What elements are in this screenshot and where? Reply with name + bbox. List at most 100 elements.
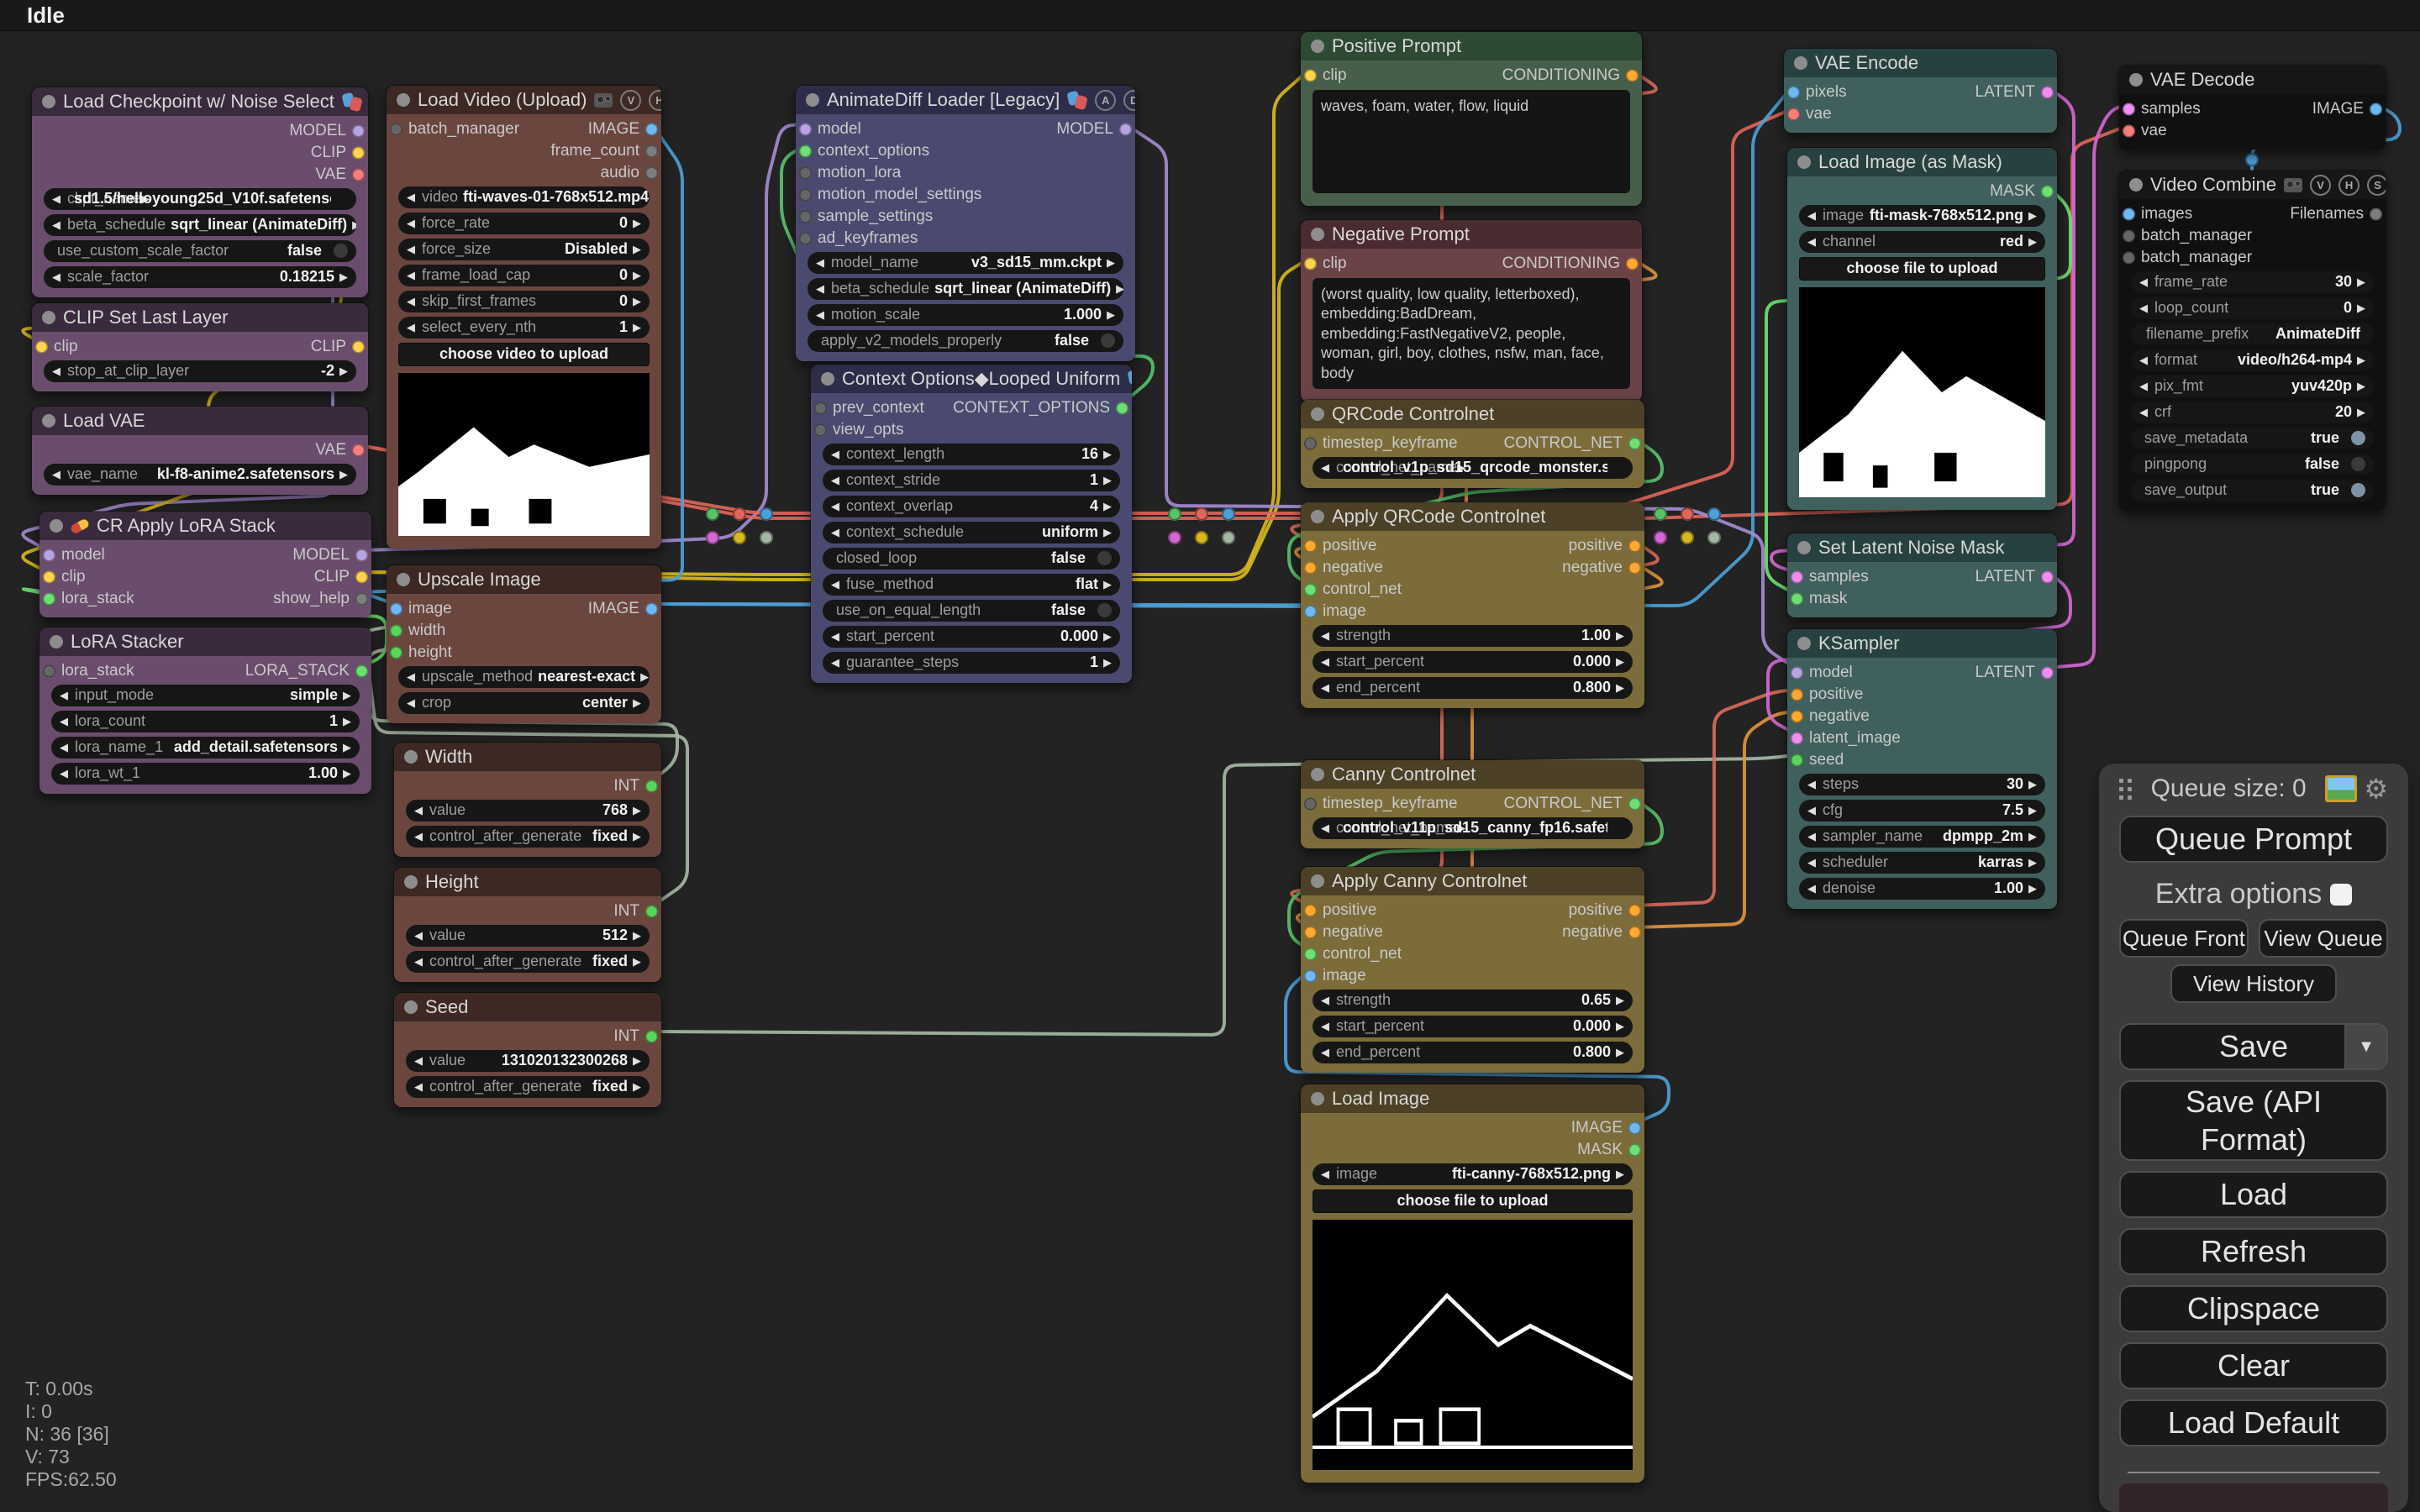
input-port-positive[interactable] bbox=[1304, 540, 1317, 553]
output-port-IMAGE[interactable] bbox=[1628, 1122, 1641, 1135]
input-port-positive[interactable] bbox=[1304, 905, 1317, 917]
collapse-dot-icon[interactable] bbox=[2129, 178, 2143, 192]
node-title-bar[interactable]: CLIP Set Last Layer bbox=[32, 303, 368, 332]
output-port-VAE[interactable] bbox=[352, 444, 365, 457]
node-apply-qrcode-controlnet[interactable]: Apply QRCode Controlnetpositivepositiven… bbox=[1300, 501, 1645, 709]
combo-right-arrow-icon[interactable]: ▶ bbox=[633, 696, 641, 710]
widget-skip_first_frames[interactable]: ◀skip_first_frames0▶ bbox=[398, 291, 650, 312]
combo-right-arrow-icon[interactable]: ▶ bbox=[343, 767, 351, 780]
input-port-negative[interactable] bbox=[1304, 562, 1317, 575]
combo-right-arrow-icon[interactable]: ▶ bbox=[1616, 1168, 1624, 1181]
output-port-MASK[interactable] bbox=[1628, 1144, 1641, 1157]
widget-select_every_nth[interactable]: ◀select_every_nth1▶ bbox=[398, 317, 650, 339]
widget-start_percent[interactable]: ◀start_percent0.000▶ bbox=[823, 626, 1120, 648]
collapse-dot-icon[interactable] bbox=[397, 93, 410, 107]
node-qrcode-controlnet[interactable]: QRCode Controlnettimestep_keyframeCONTRO… bbox=[1300, 399, 1645, 489]
toggle-dot-icon[interactable] bbox=[334, 244, 348, 258]
combo-left-arrow-icon[interactable]: ◀ bbox=[831, 630, 839, 643]
upload-button[interactable]: choose file to upload bbox=[1799, 257, 2045, 281]
node-upscale-image[interactable]: Upscale ImageimageIMAGEwidthheight◀upsca… bbox=[386, 564, 662, 724]
combo-left-arrow-icon[interactable]: ◀ bbox=[1807, 804, 1816, 817]
widget-image[interactable]: ◀imagefti-canny-768x512.png▶ bbox=[1313, 1163, 1633, 1185]
input-port-batch_manager[interactable] bbox=[2123, 230, 2135, 243]
node-title-bar[interactable]: VAE Encode bbox=[1784, 49, 2057, 77]
collapse-dot-icon[interactable] bbox=[1311, 39, 1324, 53]
extra-options-checkbox[interactable] bbox=[2330, 884, 2352, 906]
node-title-bar[interactable]: Width bbox=[394, 743, 661, 771]
combo-right-arrow-icon[interactable]: ▶ bbox=[2028, 804, 2037, 817]
output-port-MASK[interactable] bbox=[2041, 186, 2054, 198]
output-port-VAE[interactable] bbox=[352, 169, 365, 181]
collapse-dot-icon[interactable] bbox=[42, 95, 55, 108]
node-title-bar[interactable]: CR Apply LoRA Stack bbox=[39, 512, 371, 540]
node-ksampler[interactable]: KSamplermodelLATENTpositivenegativelaten… bbox=[1786, 628, 2058, 910]
combo-right-arrow-icon[interactable]: ▶ bbox=[1616, 1020, 1624, 1033]
combo-left-arrow-icon[interactable]: ◀ bbox=[1321, 1046, 1329, 1059]
widget-fuse_method[interactable]: ◀fuse_methodflat▶ bbox=[823, 574, 1120, 596]
widget-value[interactable]: ◀value512▶ bbox=[406, 925, 650, 947]
node-title-bar[interactable]: AnimateDiff Loader [Legacy]AD1 bbox=[796, 86, 1135, 114]
widget-upscale_method[interactable]: ◀upscale_methodnearest-exact▶ bbox=[398, 666, 650, 688]
refresh-button[interactable]: Refresh bbox=[2119, 1228, 2388, 1275]
combo-right-arrow-icon[interactable]: ▶ bbox=[1116, 282, 1123, 296]
gear-icon[interactable]: ⚙ bbox=[2364, 775, 2388, 802]
combo-right-arrow-icon[interactable]: ▶ bbox=[633, 217, 641, 230]
node-title-bar[interactable]: Height bbox=[394, 868, 661, 896]
combo-right-arrow-icon[interactable]: ▶ bbox=[1616, 1046, 1624, 1059]
output-port-show_help[interactable] bbox=[355, 593, 368, 606]
combo-left-arrow-icon[interactable]: ◀ bbox=[414, 1054, 423, 1068]
input-port-height[interactable] bbox=[390, 647, 402, 659]
combo-right-arrow-icon[interactable]: ▶ bbox=[2357, 276, 2365, 289]
input-port-lora_stack[interactable] bbox=[43, 593, 55, 606]
node-title-bar[interactable]: Load Checkpoint w/ Noise SelectAD bbox=[32, 87, 368, 116]
combo-right-arrow-icon[interactable]: ▶ bbox=[633, 243, 641, 256]
widget-input_mode[interactable]: ◀input_modesimple▶ bbox=[51, 685, 360, 706]
combo-right-arrow-icon[interactable]: ▶ bbox=[339, 365, 348, 378]
toggle-dot-icon[interactable] bbox=[2351, 457, 2365, 471]
node-height[interactable]: HeightINT◀value512▶◀control_after_genera… bbox=[393, 867, 662, 983]
widget-image[interactable]: ◀imagefti-mask-768x512.png▶ bbox=[1799, 205, 2045, 227]
input-port-pixels[interactable] bbox=[1787, 87, 1800, 99]
input-port-timestep_keyframe[interactable] bbox=[1304, 438, 1317, 450]
combo-right-arrow-icon[interactable]: ▶ bbox=[343, 741, 351, 754]
combo-left-arrow-icon[interactable]: ◀ bbox=[1807, 209, 1816, 223]
input-port-lora_stack[interactable] bbox=[43, 665, 55, 678]
widget-scale_factor[interactable]: ◀scale_factor0.18215▶ bbox=[44, 266, 356, 288]
input-port-vae[interactable] bbox=[2123, 125, 2135, 138]
combo-left-arrow-icon[interactable]: ◀ bbox=[1321, 461, 1329, 475]
combo-left-arrow-icon[interactable]: ◀ bbox=[52, 218, 60, 232]
widget-beta_schedule[interactable]: ◀beta_schedulesqrt_linear (AnimateDiff)▶ bbox=[808, 278, 1123, 300]
node-apply-canny-controlnet[interactable]: Apply Canny Controlnetpositivepositivene… bbox=[1300, 866, 1645, 1074]
widget-force_rate[interactable]: ◀force_rate0▶ bbox=[398, 213, 650, 234]
widget-crop[interactable]: ◀cropcenter▶ bbox=[398, 692, 650, 714]
widget-start_percent[interactable]: ◀start_percent0.000▶ bbox=[1313, 651, 1633, 673]
combo-left-arrow-icon[interactable]: ◀ bbox=[1321, 681, 1329, 695]
combo-left-arrow-icon[interactable]: ◀ bbox=[831, 526, 839, 539]
output-port-LORA_STACK[interactable] bbox=[355, 665, 368, 678]
combo-right-arrow-icon[interactable]: ▶ bbox=[1616, 681, 1624, 695]
widget-lora_name_1[interactable]: ◀lora_name_1add_detail.safetensors▶ bbox=[51, 737, 360, 759]
node-title-bar[interactable]: Canny Controlnet bbox=[1301, 760, 1644, 789]
node-load-vae[interactable]: Load VAEVAE◀vae_namekl-f8-anime2.safeten… bbox=[31, 406, 369, 496]
input-port-image[interactable] bbox=[1304, 606, 1317, 618]
widget-value[interactable]: ◀value131020132300268▶ bbox=[406, 1050, 650, 1072]
input-port-view_opts[interactable] bbox=[814, 424, 827, 437]
widget-end_percent[interactable]: ◀end_percent0.800▶ bbox=[1313, 677, 1633, 699]
widget-pingpong[interactable]: pingpongfalse bbox=[2131, 454, 2374, 475]
widget-end_percent[interactable]: ◀end_percent0.800▶ bbox=[1313, 1042, 1633, 1063]
reroute-dot[interactable] bbox=[1707, 507, 1721, 521]
combo-right-arrow-icon[interactable]: ▶ bbox=[1103, 526, 1112, 539]
input-port-latent_image[interactable] bbox=[1791, 732, 1803, 745]
output-port-CONDITIONING[interactable] bbox=[1626, 258, 1639, 270]
combo-left-arrow-icon[interactable]: ◀ bbox=[52, 468, 60, 481]
combo-right-arrow-icon[interactable]: ▶ bbox=[633, 269, 641, 282]
node-cr-apply-lora-stack[interactable]: CR Apply LoRA StackmodelMODELclipCLIPlor… bbox=[39, 511, 372, 618]
combo-left-arrow-icon[interactable]: ◀ bbox=[1807, 235, 1816, 249]
node-vae-decode[interactable]: VAE DecodesamplesIMAGEvae bbox=[2118, 65, 2386, 150]
widget-vae_name[interactable]: ◀vae_namekl-f8-anime2.safetensors▶ bbox=[44, 464, 356, 486]
collapse-dot-icon[interactable] bbox=[1797, 541, 1811, 554]
output-port-frame_count[interactable] bbox=[645, 145, 658, 158]
output-port-LATENT[interactable] bbox=[2041, 571, 2054, 584]
node-seed[interactable]: SeedINT◀value131020132300268▶◀control_af… bbox=[393, 992, 662, 1108]
combo-right-arrow-icon[interactable]: ▶ bbox=[352, 218, 356, 232]
